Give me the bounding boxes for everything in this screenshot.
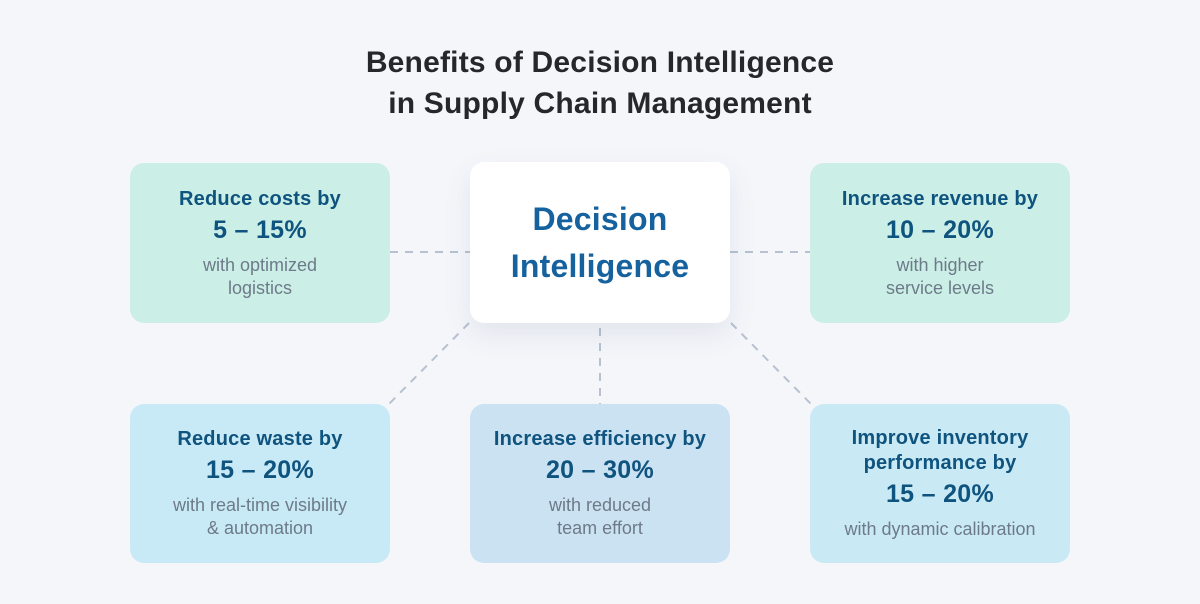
benefit-heading: Reduce costs by (179, 187, 341, 210)
benefit-range: 15 – 20% (885, 480, 995, 508)
center-box-line-2: Intelligence (510, 247, 690, 284)
benefit-card-increase-revenue: Increase revenue by 10 – 20% with higher… (810, 163, 1070, 323)
benefit-heading: Increase revenue by (841, 187, 1039, 210)
benefit-subtext: with dynamic calibration (844, 519, 1036, 539)
page-title-line-2: in Supply Chain Management (388, 87, 812, 120)
benefit-heading: Improve inventory performance by (851, 427, 1029, 474)
benefit-card-increase-efficiency: Increase efficiency by 20 – 30% with red… (470, 404, 730, 563)
benefit-range: 10 – 20% (885, 215, 995, 244)
benefit-subtext: with optimized logistics (202, 254, 318, 298)
benefit-heading: Reduce waste by (177, 428, 343, 450)
benefit-subtext: with real-time visibility & automation (172, 495, 348, 538)
page-title: Benefits of Decision Intelligence in Sup… (0, 42, 1200, 124)
benefit-range: 15 – 20% (205, 456, 315, 484)
benefit-card-reduce-waste: Reduce waste by 15 – 20% with real-time … (130, 404, 390, 563)
page-title-line-1: Benefits of Decision Intelligence (365, 46, 835, 79)
center-box-line-1: Decision (532, 200, 668, 237)
connector-bottom-right (730, 322, 812, 405)
benefit-card-reduce-costs: Reduce costs by 5 – 15% with optimized l… (130, 163, 390, 323)
benefit-subtext: with reduced team effort (548, 495, 652, 538)
benefit-range: 20 – 30% (545, 456, 655, 484)
benefit-card-improve-inventory: Improve inventory performance by 15 – 20… (810, 404, 1070, 563)
benefit-subtext: with higher service levels (885, 254, 995, 298)
benefit-range: 5 – 15% (213, 215, 307, 244)
connector-bottom-left (388, 322, 470, 405)
decision-intelligence-box: Decision Intelligence (470, 162, 730, 323)
benefit-heading: Increase efficiency by (493, 428, 707, 450)
